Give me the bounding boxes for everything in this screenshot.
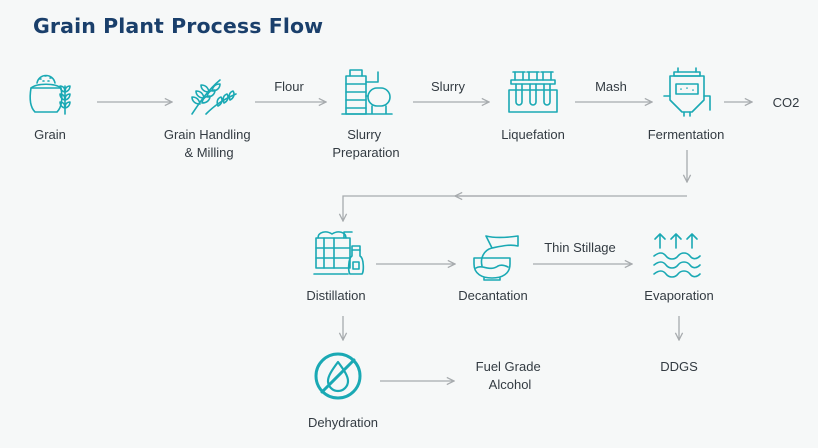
node-decantation-line-1: Decantation [458,288,527,303]
node-handling-line-1: Grain Handling [164,127,251,142]
node-fuel-alcohol-line-2: Alcohol [489,377,532,392]
node-ddgs-label: DDGS [660,359,698,374]
edge-label-flour: Flour [274,79,304,94]
distillery-icon [313,231,365,275]
arrow-return-to-distillation [343,195,687,221]
node-dehydration-line-1: Dehydration [308,415,378,430]
edge-label-thin-stillage: Thin Stillage [544,240,616,255]
node-distillation-line-1: Distillation [306,288,365,303]
test-tubes-icon [508,71,558,113]
no-water-icon [314,352,362,400]
fermenter-icon [663,67,711,117]
node-fermentation-label: Fermentation [648,127,725,142]
node-co2-line-1: CO2 [773,95,800,110]
edge-label-slurry: Slurry [431,79,465,94]
node-fermentation-line-1: Fermentation [648,127,725,142]
node-grain-line-1: Grain [34,127,66,142]
edge-label-mash: Mash [595,79,627,94]
node-handling-line-2: & Milling [184,145,233,160]
node-dehydration-label: Dehydration [308,415,378,430]
node-liquefaction-label: Liquefation [501,127,565,142]
node-fuel-alcohol-line-1: Fuel Grade [476,359,541,374]
tank-plant-icon [341,69,393,115]
wheat-icon [191,79,237,115]
evaporation-icon [653,233,701,278]
node-co2-label: CO2 [773,95,800,110]
node-liquefaction-line-1: Liquefation [501,127,565,142]
page-title: Grain Plant Process Flow [33,14,324,38]
grain-sack-icon [29,74,71,115]
node-distillation-label: Distillation [306,288,365,303]
node-slurry-line-1: Slurry [347,127,381,142]
node-fuel-alcohol-label: Fuel Grade Alcohol [476,359,545,392]
node-grain-label: Grain [34,127,66,142]
node-evaporation-label: Evaporation [644,288,713,303]
node-ddgs-line-1: DDGS [660,359,698,374]
node-handling-label: Grain Handling & Milling [164,127,254,160]
node-evaporation-line-1: Evaporation [644,288,713,303]
node-slurry-label: Slurry Preparation [332,127,399,160]
node-decantation-label: Decantation [458,288,527,303]
decanter-icon [473,235,519,281]
node-slurry-line-2: Preparation [332,145,399,160]
